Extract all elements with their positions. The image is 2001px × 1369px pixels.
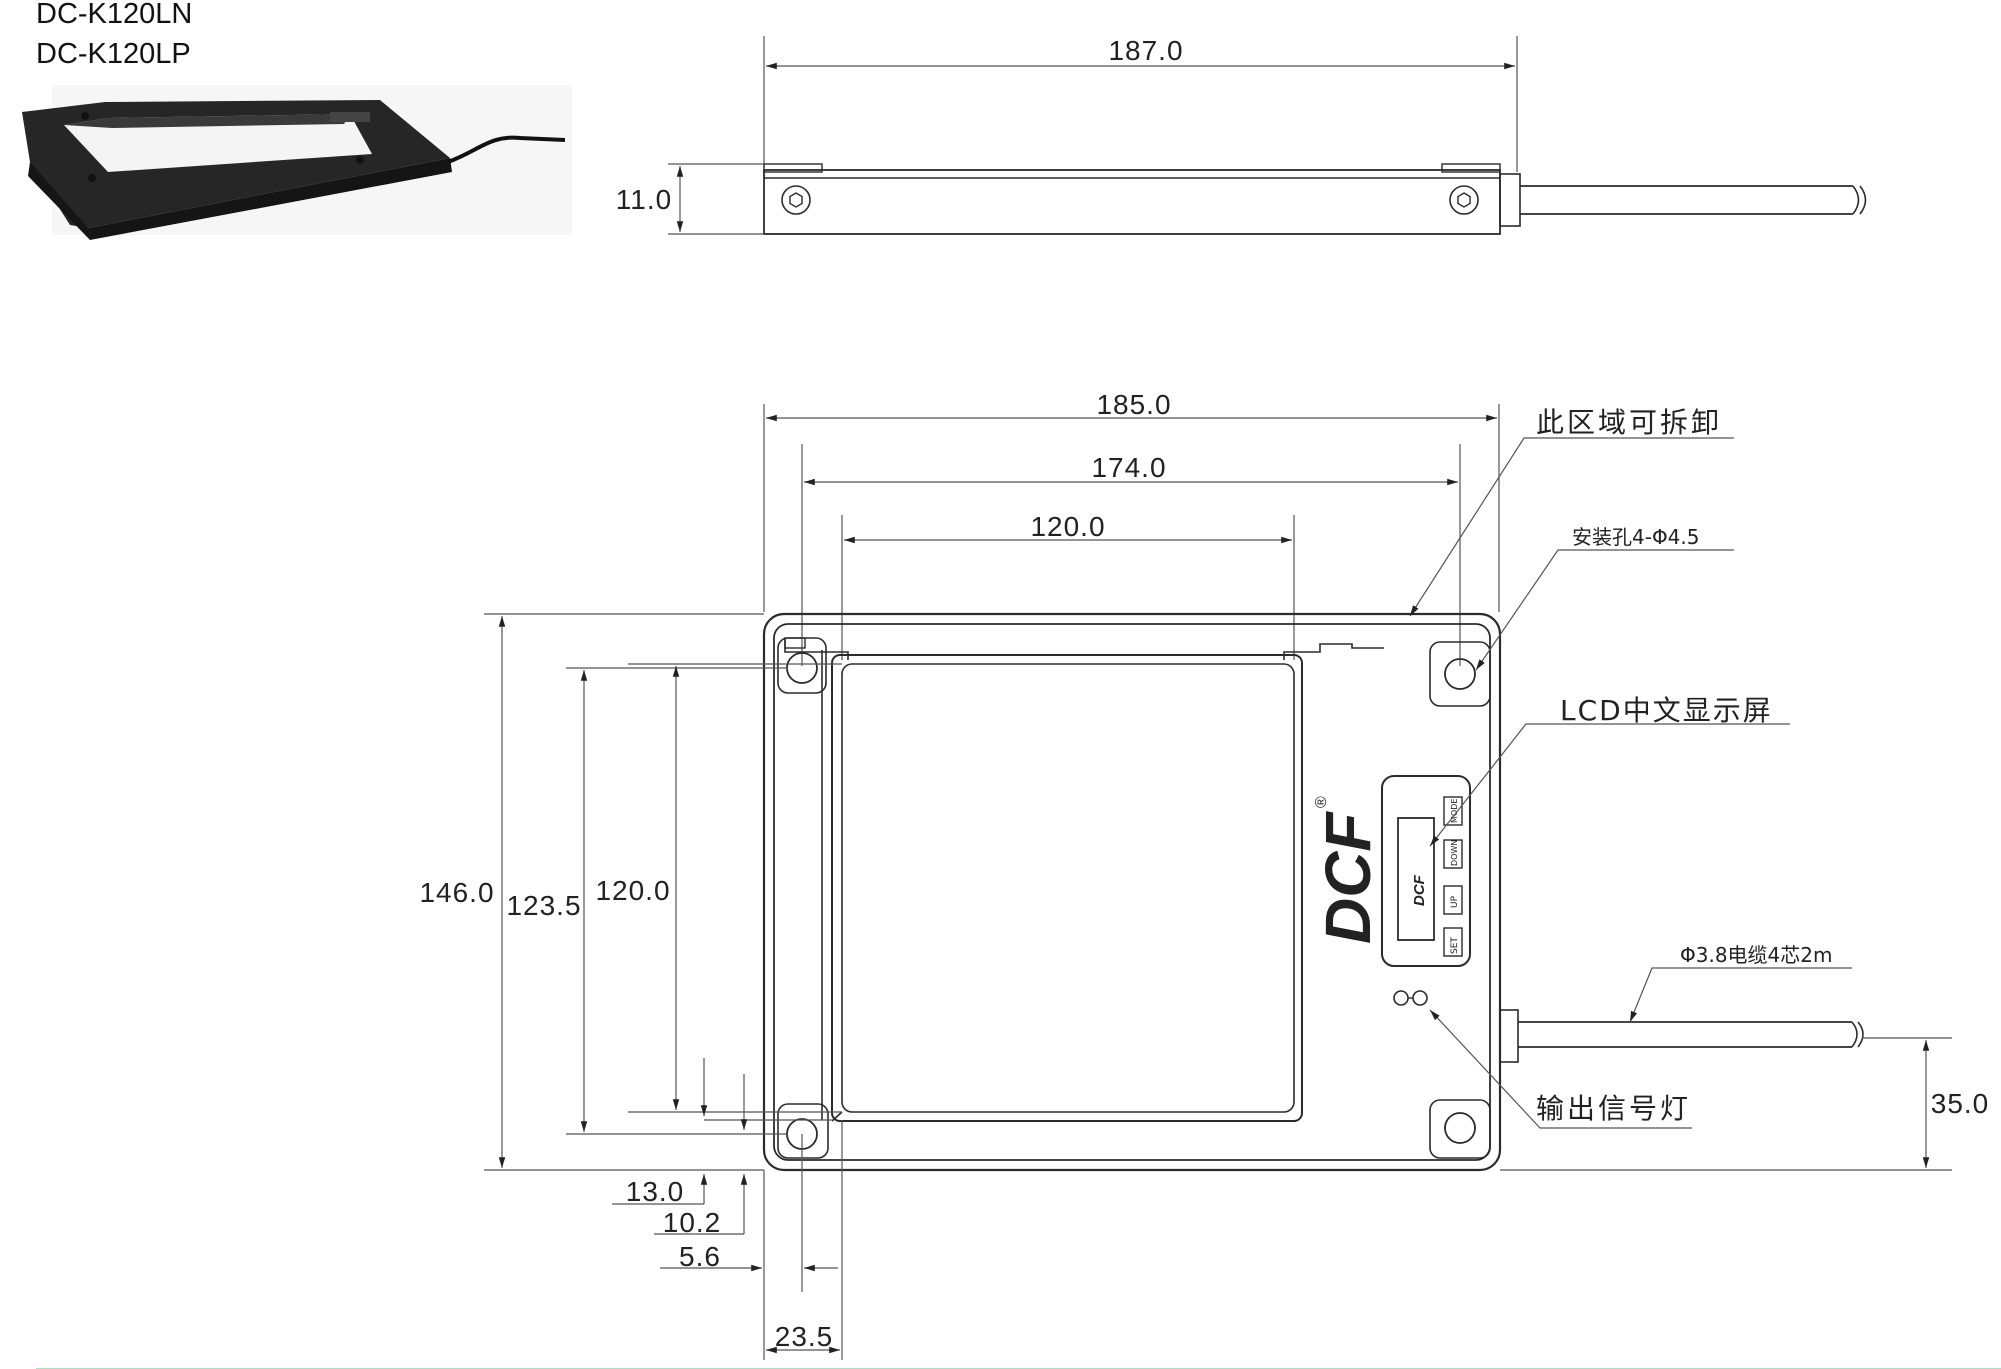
brand-logo: DCF: [1312, 811, 1384, 944]
signal-led: [1393, 990, 1428, 1006]
lcd-button-mode[interactable]: MODE: [1443, 796, 1463, 826]
dim-10-label: 10.2: [663, 1207, 722, 1238]
registered-mark: ®: [1313, 796, 1330, 808]
dim-23-label: 23.5: [775, 1321, 834, 1352]
model-list: DC-K120LN DC-K120LP: [36, 0, 192, 74]
model-name: DC-K120LP: [36, 38, 191, 70]
model-name: DC-K120LN: [36, 0, 193, 30]
hole-spacing-x-label: 174.0: [1091, 452, 1166, 483]
callout-lcd: LCD中文显示屏: [1429, 694, 1790, 847]
cable: [1499, 1009, 1864, 1063]
svg-text:MODE: MODE: [1450, 799, 1459, 823]
product-photo: [22, 85, 572, 240]
callout-signal-led-text: 输出信号灯: [1536, 1092, 1691, 1125]
lcd-button-set[interactable]: SET: [1443, 927, 1463, 957]
callout-cable-text: Φ3.8电缆4芯2m: [1680, 943, 1832, 967]
svg-text:UP: UP: [1450, 895, 1460, 908]
side-width-label: 187.0: [1108, 35, 1183, 66]
mount-hole: [1429, 1099, 1491, 1159]
mount-hole: [1429, 641, 1491, 707]
sensor-body: [762, 612, 1502, 1172]
hole-spacing-y-label: 123.5: [506, 890, 581, 921]
svg-text:DOWN: DOWN: [1450, 840, 1459, 866]
callout-signal-led: 输出信号灯: [1429, 1009, 1692, 1129]
callout-lcd-text: LCD中文显示屏: [1560, 694, 1773, 727]
outer-width-label: 185.0: [1096, 389, 1171, 420]
callout-mount-holes: 安装孔4-Φ4.5: [1475, 525, 1734, 671]
lcd-panel: DCF MODE DOWN UP SET: [1381, 775, 1471, 967]
cable-offset-label: 35.0: [1931, 1088, 1990, 1119]
lcd-button-up[interactable]: UP: [1443, 885, 1463, 915]
window-height-label: 120.0: [595, 875, 670, 906]
front-view: 185.0 174.0 120.0: [419, 389, 1990, 1360]
callout-mount-holes-text: 安装孔4-Φ4.5: [1572, 525, 1700, 549]
detection-window: [831, 654, 1303, 1122]
svg-text:SET: SET: [1450, 937, 1460, 954]
side-height-label: 11.0: [616, 184, 672, 215]
callout-cable: Φ3.8电缆4芯2m: [1629, 943, 1852, 1023]
dim-5-label: 5.6: [679, 1241, 721, 1272]
window-width-label: 120.0: [1030, 511, 1105, 542]
dim-13-label: 13.0: [626, 1176, 685, 1207]
lcd-screen-logo: DCF: [1411, 874, 1428, 906]
lcd-screen: [1397, 817, 1435, 941]
side-view: 187.0 11.0: [616, 35, 1867, 235]
lcd-button-down[interactable]: DOWN: [1443, 839, 1463, 869]
outer-height-label: 146.0: [419, 877, 494, 908]
callout-removable: 此区域可拆卸: [1409, 406, 1734, 617]
callout-removable-text: 此区域可拆卸: [1536, 406, 1722, 439]
